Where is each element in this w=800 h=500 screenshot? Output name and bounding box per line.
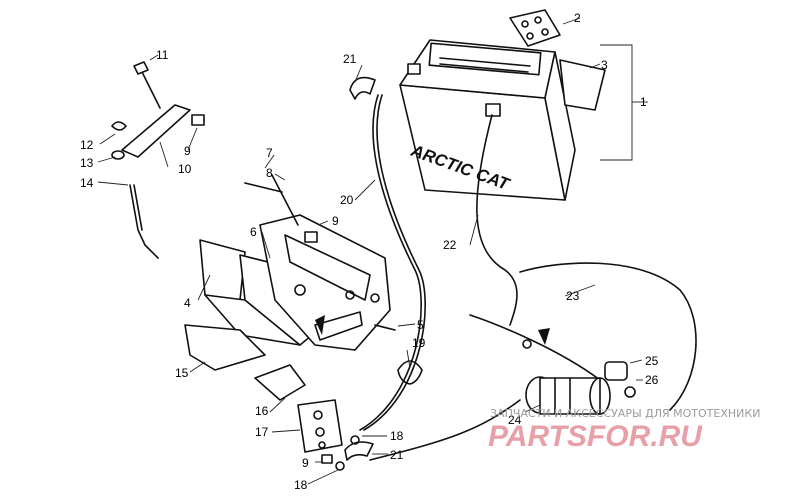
callout-9-top: 9 — [184, 144, 191, 158]
nut-18-b — [335, 461, 345, 471]
callout-14: 14 — [80, 176, 94, 190]
callout-1: 1 — [640, 95, 647, 109]
cover-plate — [254, 364, 306, 401]
assembly-bracket-1 — [600, 44, 633, 161]
bolt-11 — [139, 67, 161, 109]
callout-20: 20 — [340, 193, 354, 207]
bolt-7 — [244, 182, 283, 193]
callout-5: 5 — [417, 318, 424, 332]
callout-17: 17 — [255, 425, 269, 439]
callout-25: 25 — [645, 354, 659, 368]
callout-22: 22 — [443, 238, 457, 252]
callout-13: 13 — [80, 156, 94, 170]
callout-19: 19 — [412, 336, 426, 350]
terminal-boot-top — [349, 76, 376, 100]
callout-4: 4 — [184, 296, 191, 310]
callout-12: 12 — [80, 138, 94, 152]
callout-11: 11 — [156, 48, 169, 62]
callouts: 1 2 3 4 5 6 7 8 9 9 9 10 11 12 13 14 15 … — [80, 11, 659, 492]
harness-cable-23 — [519, 262, 697, 411]
nut-9-mid — [304, 231, 318, 243]
terminal-boot-bottom — [344, 441, 374, 461]
watermark-caption: ЗАПЧАСТИ И АКСЕССУАРЫ ДЛЯ МОТОТЕХНИКИ — [490, 407, 760, 420]
battery: ARCTIC CAT — [399, 39, 576, 201]
direction-arrow-2 — [538, 328, 550, 345]
callout-15: 15 — [175, 366, 189, 380]
callout-7: 7 — [266, 146, 273, 160]
callout-2: 2 — [574, 11, 581, 25]
callout-21-top: 21 — [343, 52, 357, 66]
leader-lines — [97, 17, 648, 485]
battery-label-sheet — [559, 59, 606, 111]
battery-hardware-kit — [509, 9, 561, 47]
rod-8 — [271, 174, 299, 226]
callout-6: 6 — [250, 225, 257, 239]
callout-8: 8 — [266, 166, 273, 180]
nut-18-a — [350, 435, 360, 445]
starter-cable — [369, 399, 521, 461]
bolt-head-11 — [133, 61, 149, 75]
nut-9-top — [191, 114, 205, 126]
main-bracket — [259, 214, 391, 351]
relay-solenoid — [297, 399, 343, 453]
hold-down-strap — [121, 104, 191, 158]
j-bolt-shaft-2 — [133, 184, 143, 231]
callout-23: 23 — [566, 289, 580, 303]
nut-9-bottom — [321, 454, 333, 464]
callout-18-right: 18 — [390, 429, 404, 443]
washer — [111, 150, 125, 160]
callout-24: 24 — [508, 413, 522, 427]
cable-clamp — [397, 360, 423, 385]
j-bolt — [129, 184, 159, 259]
direction-arrow-1 — [315, 315, 325, 335]
callout-9-mid: 9 — [332, 214, 339, 228]
callout-9-bottom: 9 — [302, 456, 309, 470]
terminal-nut-26 — [624, 386, 636, 398]
positive-cable — [359, 94, 422, 431]
watermark: ЗАПЧАСТИ И АКСЕССУАРЫ ДЛЯ МОТОТЕХНИКИ PA… — [488, 407, 760, 453]
washer-18 — [522, 339, 532, 349]
terminal-boot-25 — [604, 361, 628, 381]
callout-26: 26 — [645, 373, 659, 387]
negative-cable — [476, 114, 518, 326]
callout-3: 3 — [601, 58, 608, 72]
watermark-logo: PARTSFOR.RU — [488, 420, 703, 453]
shield-plate — [184, 324, 266, 371]
wing-nut — [111, 121, 127, 131]
callout-18-bottom: 18 — [294, 478, 308, 492]
starter-motor — [525, 376, 611, 415]
ground-cable — [469, 314, 601, 381]
callout-21-bottom: 21 — [390, 448, 404, 462]
screw-5 — [374, 324, 396, 331]
positive-cable-2 — [363, 94, 426, 431]
callout-10: 10 — [178, 162, 192, 176]
callout-16: 16 — [255, 404, 269, 418]
